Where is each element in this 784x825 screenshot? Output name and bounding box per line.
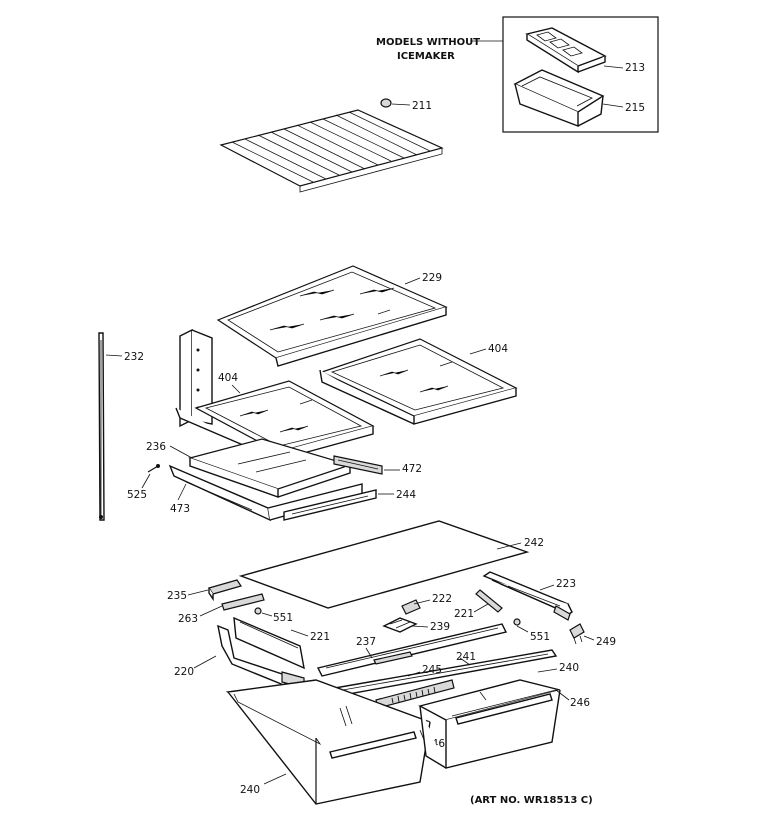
crisper-bracket-part [217, 616, 307, 693]
callout-215: 215 [625, 102, 645, 114]
callout-237: 237 [356, 636, 376, 648]
callout-246-right: 246 [570, 697, 590, 709]
slide-rail-part [333, 455, 383, 475]
callout-242: 242 [524, 537, 544, 549]
glass-shelf-top-part [216, 265, 448, 367]
crisper-drawer-right-part [418, 679, 561, 769]
callout-472: 472 [402, 463, 422, 475]
cover-rail-left-part [221, 593, 265, 611]
callout-221-left: 221 [310, 631, 330, 643]
callout-232: 232 [124, 351, 144, 363]
center-bracket-part [382, 617, 418, 633]
callout-236: 236 [146, 441, 166, 453]
roller-part [401, 599, 421, 615]
callout-404-right: 404 [488, 343, 508, 355]
cover-front-rail-part [316, 623, 508, 677]
art-number: (ART NO. WR18513 C) [470, 795, 593, 806]
inset-box [502, 16, 659, 133]
screw-right-part [513, 618, 521, 626]
clip-part [569, 623, 585, 645]
center-rail-part [475, 589, 503, 613]
crisper-drawer-left-part [225, 679, 431, 805]
callout-263: 263 [178, 613, 198, 625]
ice-tray-part [525, 27, 607, 74]
ice-bin-part [513, 69, 605, 128]
callout-239: 239 [430, 621, 450, 633]
callout-221-right: 221 [454, 608, 474, 620]
callout-223: 223 [556, 578, 576, 590]
rear-rail-part [179, 328, 213, 428]
wire-shelf-part [219, 109, 444, 193]
callout-220: 220 [174, 666, 194, 678]
callout-244: 244 [396, 489, 416, 501]
screw-left-part [254, 607, 262, 615]
callout-551-right: 551 [530, 631, 550, 643]
callout-245: 245 [422, 664, 442, 676]
shelf-clip-part [380, 98, 411, 108]
note-icemaker: ICEMAKER [397, 51, 455, 62]
screw-part [147, 464, 160, 473]
callout-213: 213 [625, 62, 645, 74]
callout-249: 249 [596, 636, 616, 648]
callout-229: 229 [422, 272, 442, 284]
note-models-without: MODELS WITHOUT [376, 37, 480, 48]
callout-235: 235 [167, 590, 187, 602]
glass-shelf-right-part [319, 338, 518, 425]
cover-support-right-part [482, 571, 573, 621]
cover-support-left-part [208, 579, 242, 602]
front-rail-part [283, 489, 377, 521]
callout-525: 525 [127, 489, 147, 501]
callout-240-right: 240 [559, 662, 579, 674]
slide-shelf-part [187, 438, 353, 498]
side-rail-part [98, 332, 105, 521]
crisper-cover-part [238, 520, 530, 609]
callout-551-left: 551 [273, 612, 293, 624]
callout-404-left: 404 [218, 372, 238, 384]
callout-211: 211 [412, 100, 432, 112]
callout-241: 241 [456, 651, 476, 663]
callout-473: 473 [170, 503, 190, 515]
callout-222: 222 [432, 593, 452, 605]
callout-240-left: 240 [240, 784, 260, 796]
